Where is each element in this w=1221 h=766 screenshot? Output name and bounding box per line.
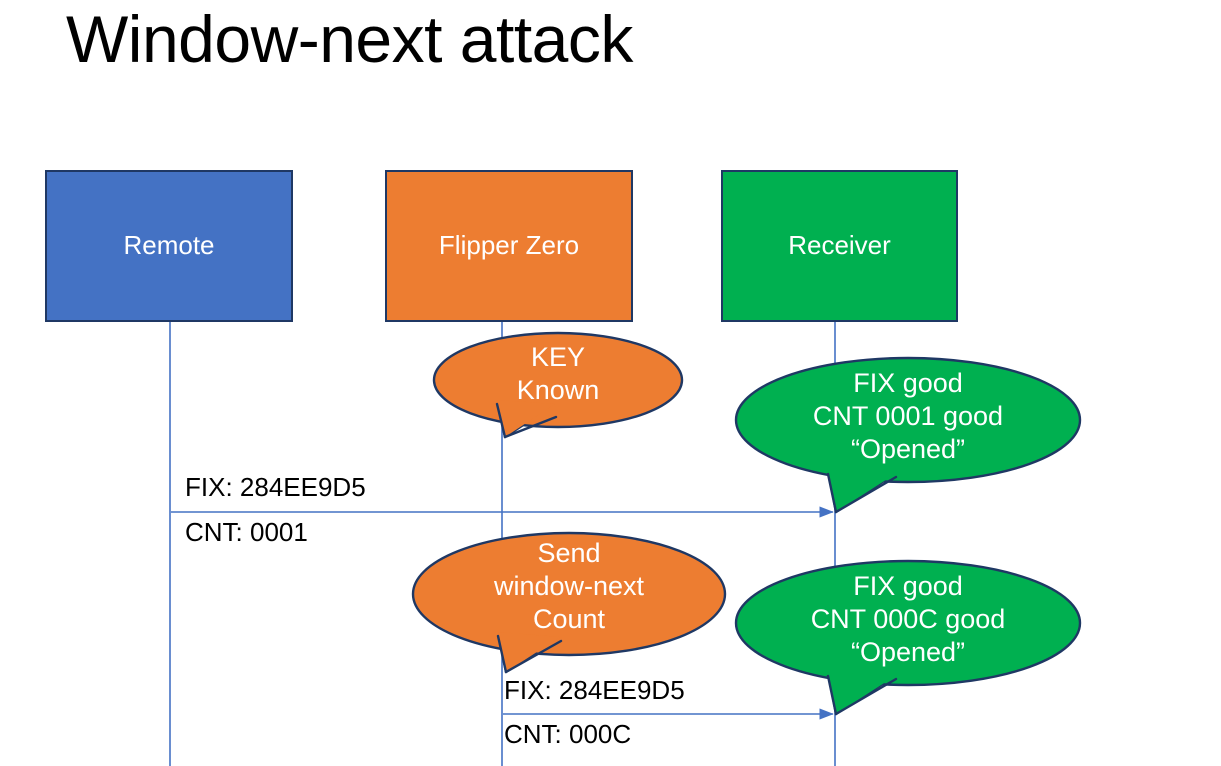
actor-box-remote[interactable]: Remote <box>45 170 293 322</box>
callout-send-window-next <box>411 531 727 674</box>
message-label-cnt-1: CNT: 0001 <box>185 517 308 547</box>
actor-box-receiver[interactable]: Receiver <box>721 170 958 322</box>
actor-label-receiver: Receiver <box>788 230 891 261</box>
actor-box-flipper[interactable]: Flipper Zero <box>385 170 633 322</box>
message-label-cnt-2: CNT: 000C <box>504 719 632 749</box>
actor-label-flipper: Flipper Zero <box>438 230 580 261</box>
actor-label-remote: Remote <box>123 230 215 261</box>
callout-receiver-ack-2 <box>734 559 1082 716</box>
callout-receiver-ack-1 <box>734 356 1082 514</box>
page-title: Window-next attack <box>66 2 633 76</box>
message-label-fix-2: FIX: 284EE9D5 <box>504 675 685 705</box>
callout-key-known <box>432 331 684 439</box>
message-label-fix-1: FIX: 284EE9D5 <box>185 472 366 502</box>
